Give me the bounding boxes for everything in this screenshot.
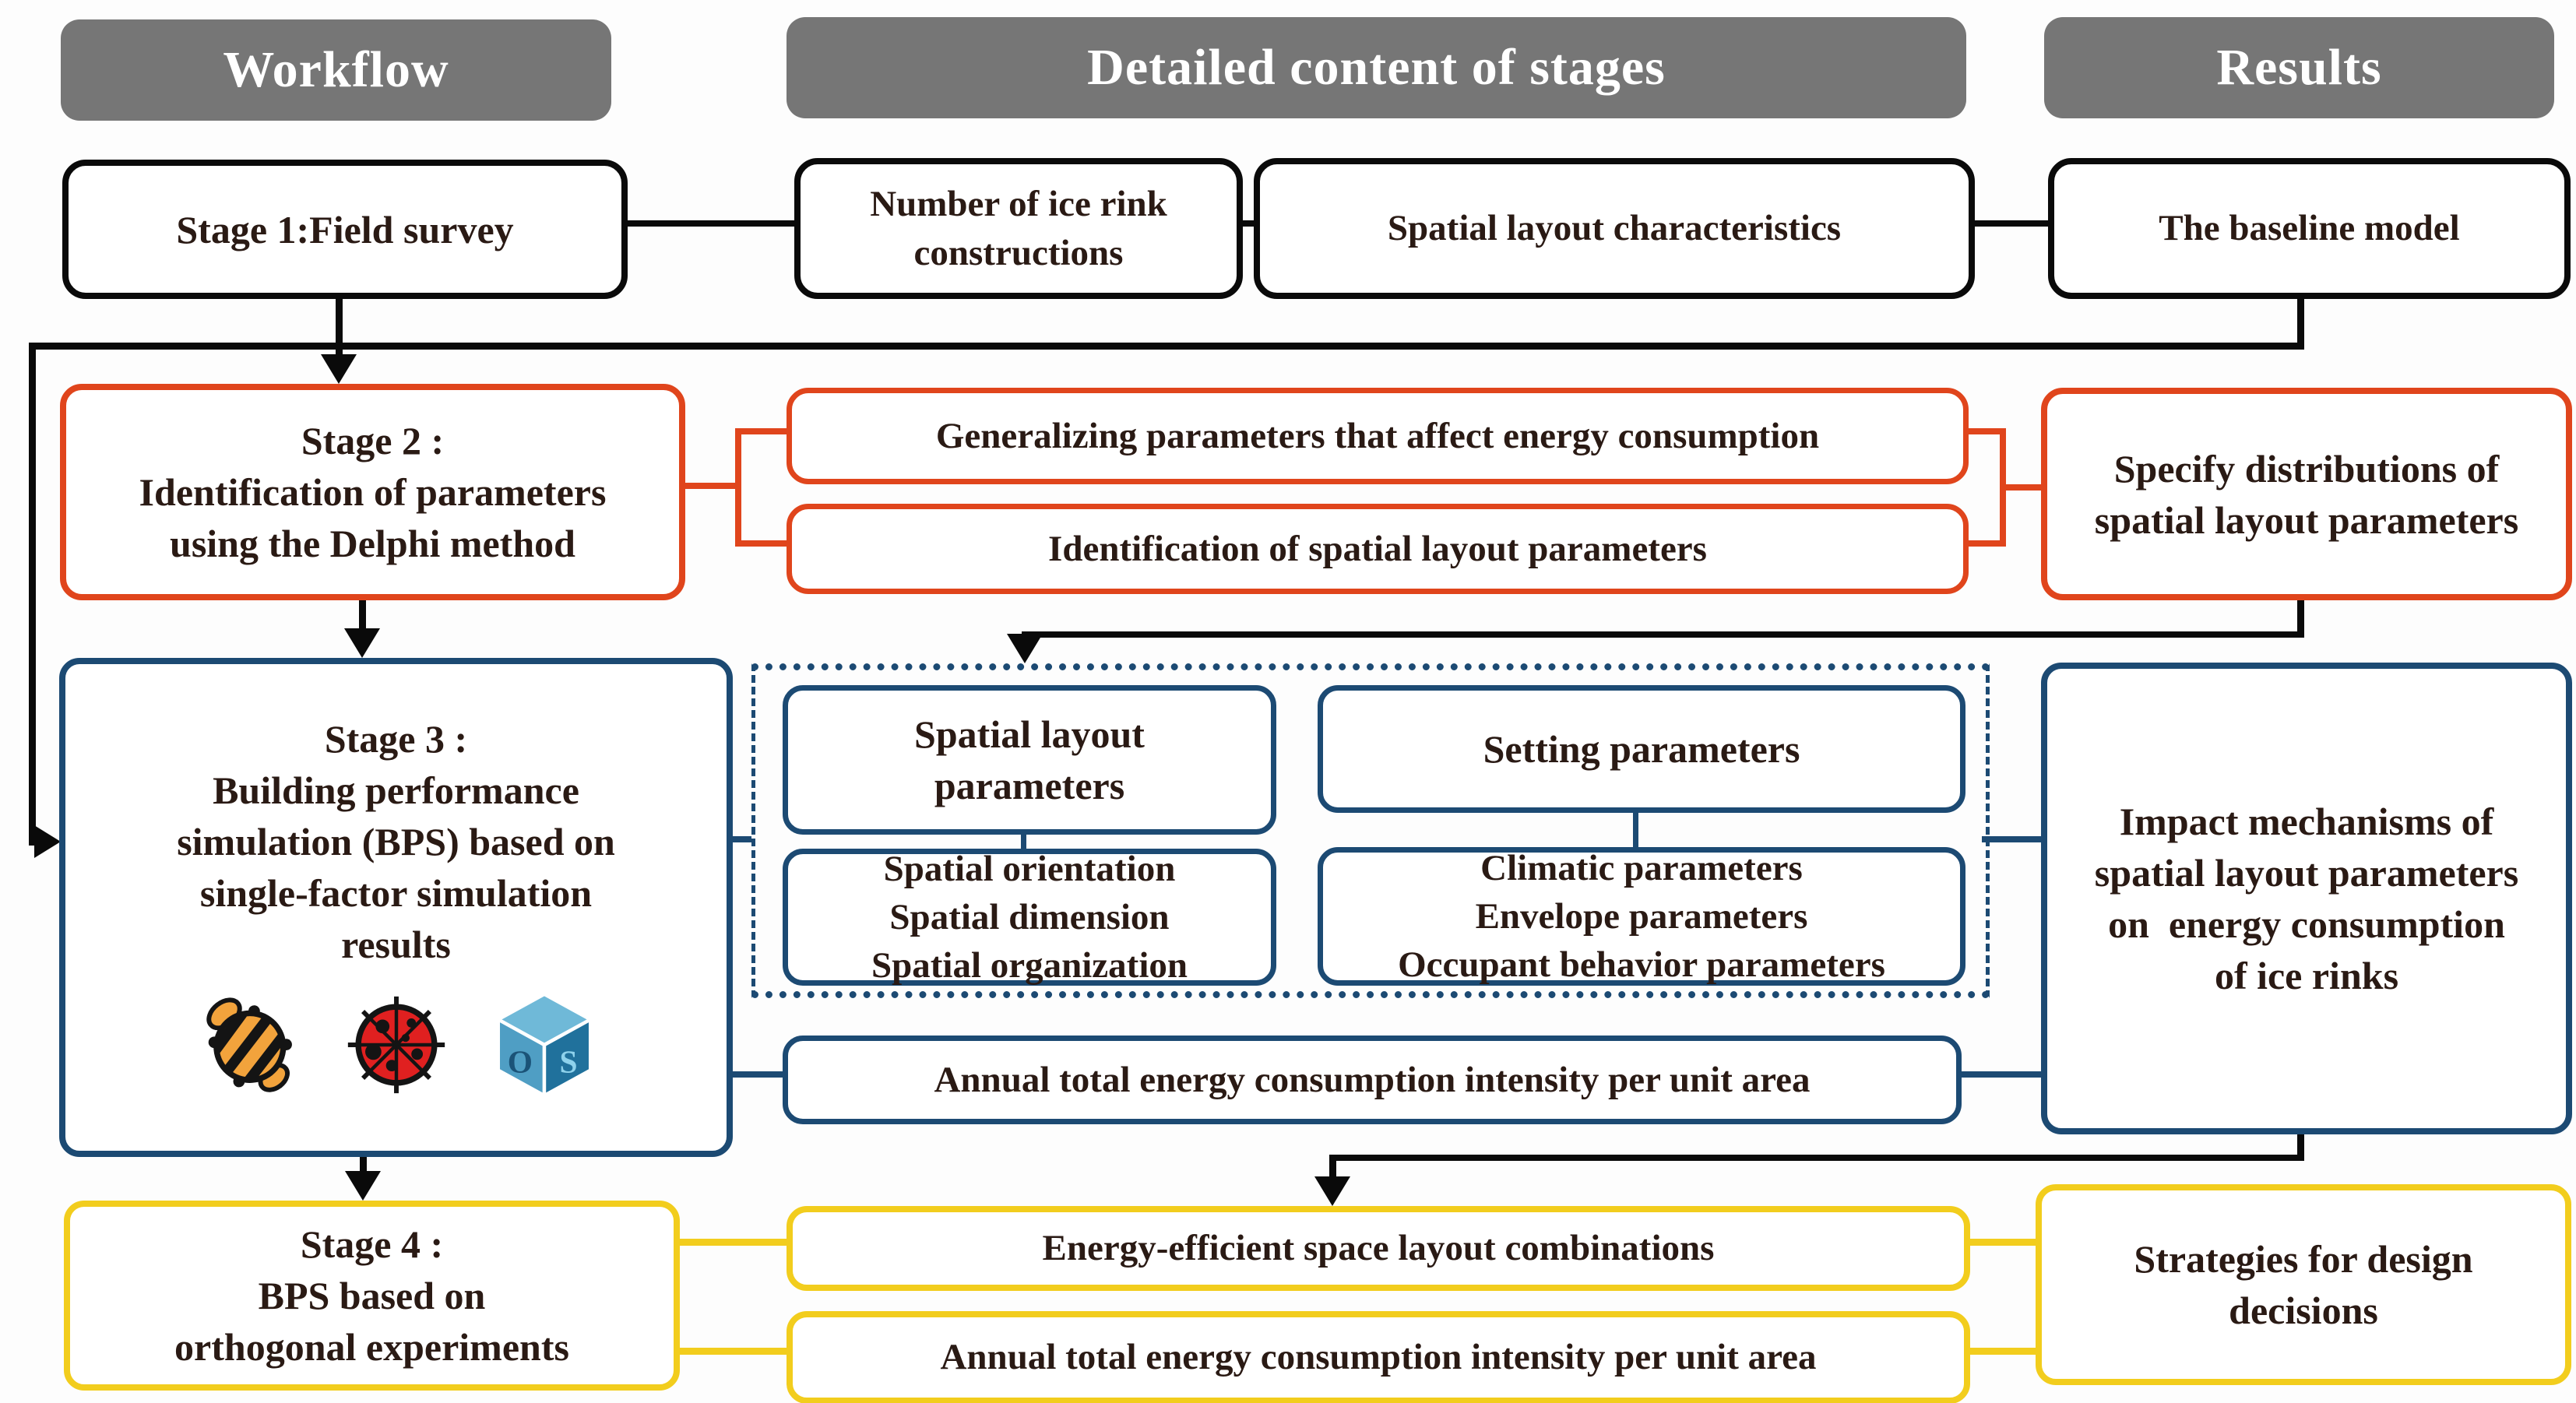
connector-setting-details bbox=[1633, 800, 1638, 849]
connector-feedback-horizontal bbox=[29, 343, 2304, 350]
node-setting-parameters: Setting parameters bbox=[1318, 685, 1965, 813]
node-energy-efficient-combinations: Energy-efficient space layout combinatio… bbox=[787, 1206, 1970, 1291]
arrow-impact-energy-icon bbox=[1314, 1176, 1350, 1206]
connector-identification-out bbox=[1958, 540, 2006, 547]
arrow-stage3-stage4-icon bbox=[345, 1171, 381, 1201]
openstudio-icon: O S bbox=[494, 991, 594, 1099]
node-spatial-layout-characteristics: Spatial layout characteristics bbox=[1254, 158, 1975, 299]
svg-text:O: O bbox=[507, 1043, 532, 1079]
node-setting-detail-parameters: Climatic parameters Envelope parameters … bbox=[1318, 847, 1965, 986]
node-strategies-design-decisions: Strategies for design decisions bbox=[2036, 1184, 2571, 1385]
connector-specify-horizontal bbox=[1022, 631, 2304, 638]
header-detailed-content: Detailed content of stages bbox=[787, 17, 1966, 118]
node-stage3: Stage 3 : Building performance simulatio… bbox=[59, 658, 733, 1157]
node-generalizing-parameters: Generalizing parameters that affect ener… bbox=[787, 388, 1969, 484]
connector-red-to-identification bbox=[735, 540, 787, 547]
node-identification-spatial-parameters: Identification of spatial layout paramet… bbox=[787, 504, 1969, 594]
node-spatial-detail-parameters: Spatial orientation Spatial dimension Sp… bbox=[783, 849, 1276, 986]
node-stage2: Stage 2 : Identification of parameters u… bbox=[60, 384, 685, 600]
stage3-tool-icons: O S bbox=[191, 987, 602, 1102]
connector-left-rail bbox=[29, 343, 36, 845]
node-annual-intensity-stage4: Annual total energy consumption intensit… bbox=[787, 1311, 1970, 1403]
svg-text:S: S bbox=[559, 1043, 577, 1079]
connector-stage2-stage3 bbox=[359, 588, 366, 633]
arrow-rail-stage3-icon bbox=[34, 825, 61, 858]
connector-spatialparams-details bbox=[1021, 822, 1026, 850]
node-impact-mechanisms: Impact mechanisms of spatial layout para… bbox=[2041, 663, 2572, 1134]
connector-stage2-stub bbox=[673, 483, 740, 489]
header-results: Results bbox=[2044, 17, 2554, 118]
connector-stage4-energy bbox=[667, 1239, 787, 1246]
connector-annual-strategies bbox=[1958, 1348, 2036, 1355]
arrow-stage2-stage3-icon bbox=[344, 628, 380, 658]
connector-stage3-annual bbox=[720, 1071, 783, 1078]
connector-specify-drop bbox=[2297, 588, 2304, 638]
connector-stage3-stage4 bbox=[360, 1145, 367, 1176]
connector-impact-horizontal bbox=[1329, 1155, 2304, 1161]
connector-spatial-baseline bbox=[1962, 220, 2048, 227]
connector-impact-drop bbox=[2297, 1122, 2304, 1161]
connector-stage4-annual bbox=[667, 1348, 787, 1355]
connector-red-to-generalizing bbox=[735, 428, 787, 434]
connector-red-to-specify bbox=[2000, 484, 2041, 491]
node-annual-intensity-stage3: Annual total energy consumption intensit… bbox=[783, 1036, 1962, 1124]
arrow-specify-parameters-icon bbox=[1007, 634, 1043, 663]
connector-red-branch-vertical bbox=[735, 428, 741, 547]
connector-stage1-stage2 bbox=[336, 287, 343, 358]
connector-generalizing-out bbox=[1958, 428, 2006, 434]
connector-dashed-impact bbox=[1982, 836, 2041, 842]
node-specify-distributions: Specify distributions of spatial layout … bbox=[2041, 388, 2572, 600]
connector-annual-impact bbox=[1951, 1071, 2041, 1078]
parameter-group-dashed-box bbox=[751, 663, 1990, 998]
node-spatial-layout-parameters: Spatial layout parameters bbox=[783, 685, 1276, 835]
node-stage1: Stage 1:Field survey bbox=[62, 160, 628, 299]
header-workflow: Workflow bbox=[61, 19, 611, 121]
connector-stage1-number bbox=[615, 220, 794, 227]
connector-baseline-drop bbox=[2297, 287, 2304, 349]
stage3-title: Stage 3 : Building performance simulatio… bbox=[177, 716, 615, 966]
connector-energy-strategies bbox=[1958, 1239, 2036, 1246]
node-stage4: Stage 4 : BPS based on orthogonal experi… bbox=[64, 1201, 680, 1391]
connector-impact-elbow bbox=[1329, 1155, 1336, 1178]
ladybug-icon bbox=[347, 996, 445, 1093]
arrow-stage1-stage2-icon bbox=[321, 354, 357, 384]
node-baseline-model: The baseline model bbox=[2048, 158, 2571, 299]
connector-stage3-dashed bbox=[720, 836, 751, 842]
honeybee-icon bbox=[206, 997, 294, 1092]
node-number-of-ice-rinks: Number of ice rink constructions bbox=[794, 158, 1243, 299]
